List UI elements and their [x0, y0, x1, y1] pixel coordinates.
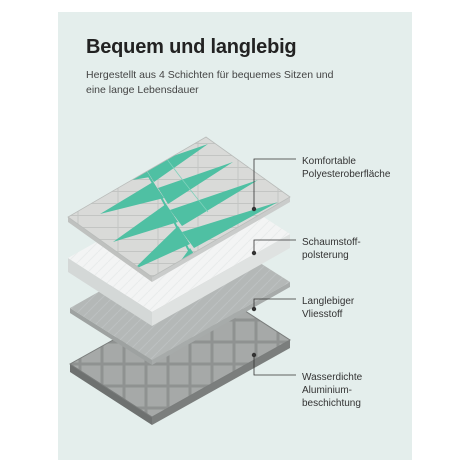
callout-lines [251, 158, 296, 376]
label-foam-padding: Schaumstoff- polsterung [302, 236, 407, 262]
label-fleece: Langlebiger Vliesstoff [302, 295, 407, 321]
page-subtitle: Hergestellt aus 4 Schichten für bequemes… [86, 68, 386, 98]
layer-illustration [67, 136, 296, 425]
label-aluminium-coating: Wasserdichte Aluminium- beschichtung [302, 371, 407, 410]
label-line: Schaumstoff- [302, 237, 361, 248]
page-title: Bequem und langlebig [86, 36, 297, 58]
label-line: Komfortable [302, 156, 356, 167]
subtitle-line-1: Hergestellt aus 4 Schichten für bequemes… [86, 69, 334, 81]
label-line: polsterung [302, 250, 349, 261]
label-line: Vliesstoff [302, 309, 343, 320]
label-line: Aluminium- [302, 385, 353, 396]
subtitle-line-2: eine lange Lebensdauer [86, 84, 199, 96]
label-polyester-surface: Komfortable Polyesteroberfläche [302, 155, 407, 181]
label-line: Polyesteroberfläche [302, 169, 391, 180]
label-line: Wasserdichte [302, 372, 363, 383]
label-line: beschichtung [302, 398, 361, 409]
label-line: Langlebiger [302, 296, 355, 307]
product-info-card: Bequem und langlebig Hergestellt aus 4 S… [58, 12, 412, 460]
aluminium-layer [69, 286, 291, 425]
